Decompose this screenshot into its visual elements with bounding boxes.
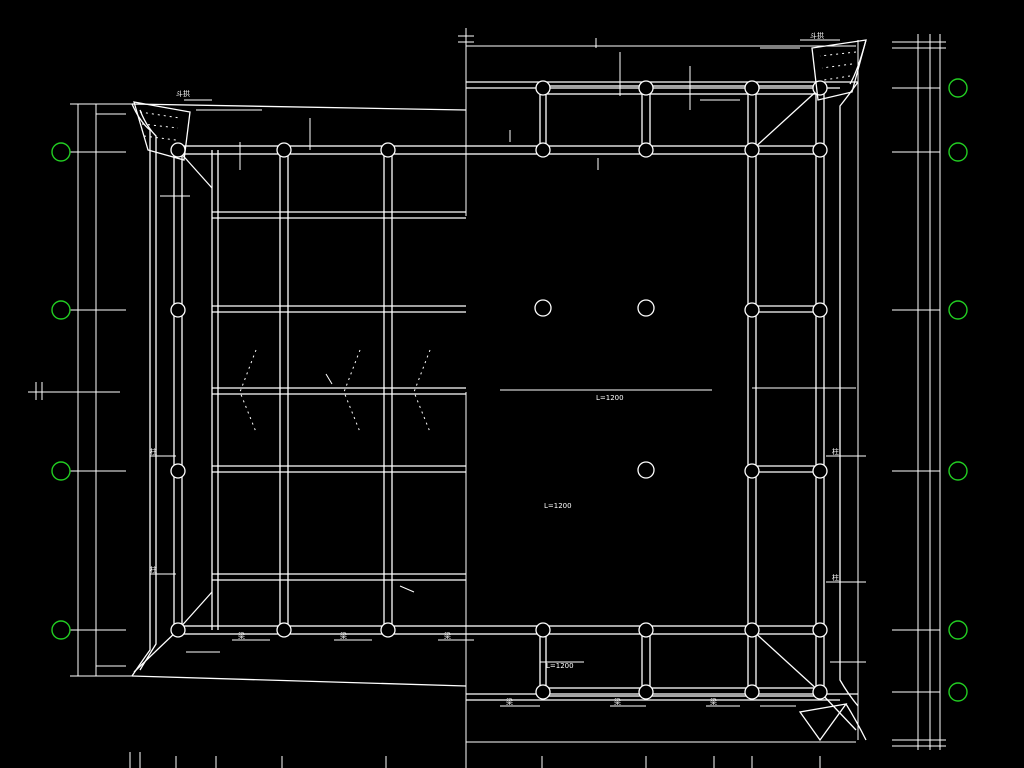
label-dim-2: L=1200 [544, 502, 572, 510]
right-wing-beams [500, 52, 857, 731]
label-col-4: 柱 [832, 573, 839, 582]
left-wing-beams [133, 145, 821, 673]
label-corner-ne: 斗拱 [810, 31, 824, 40]
corner-brackets [133, 39, 867, 742]
label-corner-nw: 斗拱 [176, 89, 190, 98]
label-dim-3: L=1200 [596, 394, 624, 402]
bottom-dimension-lines [129, 680, 856, 768]
columns [170, 80, 828, 700]
label-col-3: 柱 [832, 447, 839, 456]
label-beam-1: 梁 [238, 631, 245, 640]
label-beam-5: 梁 [614, 697, 621, 706]
label-col-1: 柱 [150, 447, 157, 456]
label-beam-3: 梁 [444, 631, 451, 640]
annotation-text: 斗拱 斗拱 柱 柱 梁 梁 梁 梁 梁 梁 柱 柱 L=1200 L=1200 … [150, 31, 839, 706]
label-beam-4: 梁 [506, 697, 513, 706]
label-dim-1: L=1200 [546, 662, 574, 670]
label-beam-6: 梁 [710, 697, 717, 706]
hip-dashed-lines [239, 349, 431, 433]
right-dimension-lines [857, 34, 946, 750]
top-dimension-lines [458, 28, 856, 110]
left-grid-bubbles [51, 142, 71, 640]
label-col-2: 柱 [150, 565, 157, 574]
right-grid-bubbles [948, 78, 968, 702]
label-beam-2: 梁 [340, 631, 347, 640]
annotation-leaders [150, 39, 866, 707]
left-dimension-lines [28, 103, 132, 677]
